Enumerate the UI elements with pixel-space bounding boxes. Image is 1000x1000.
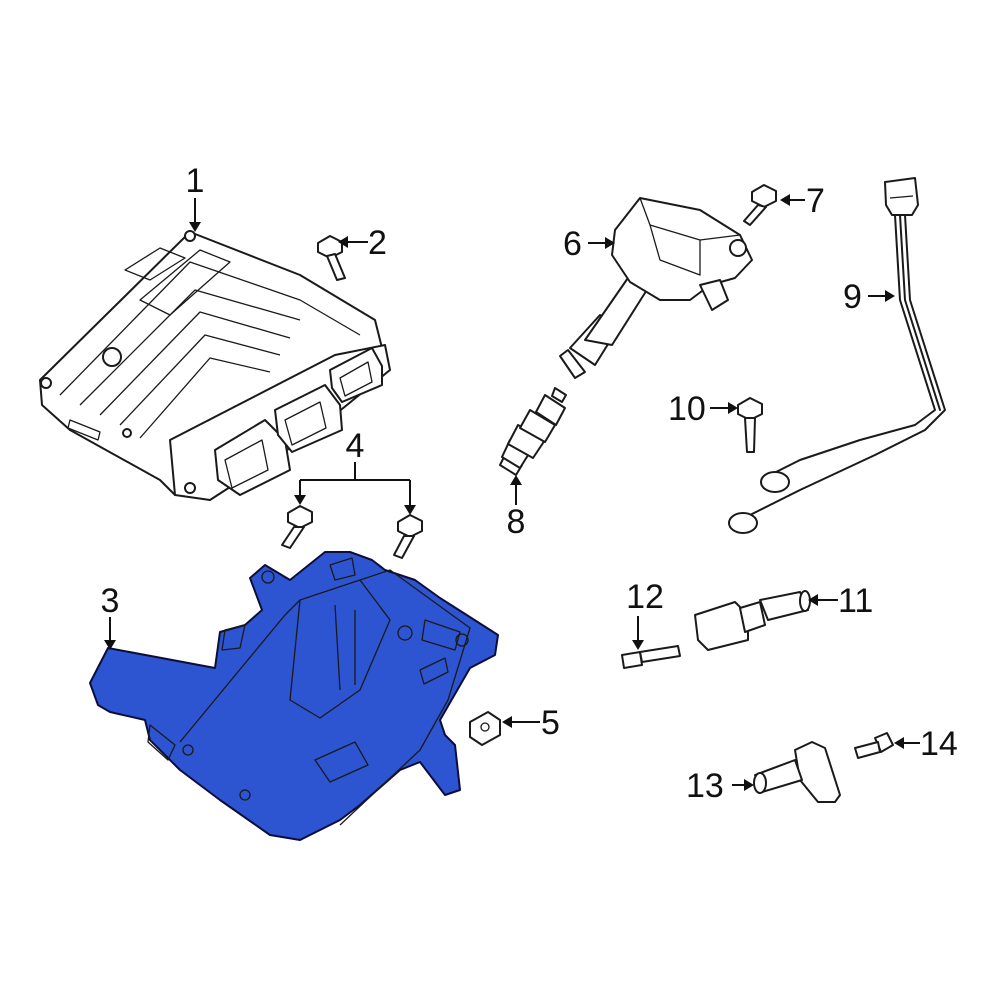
leader-lines (104, 194, 920, 791)
bolt-14[interactable] (854, 732, 894, 759)
engine-control-module[interactable] (39, 230, 391, 501)
callout-9: 9 (843, 278, 862, 316)
bolt-4a[interactable] (281, 505, 313, 549)
nut-5[interactable] (469, 711, 501, 746)
callout-7: 7 (806, 182, 825, 220)
callout-3: 3 (101, 582, 120, 620)
callout-11: 11 (838, 582, 873, 620)
bolt-4b[interactable] (393, 514, 423, 559)
bolt-2[interactable] (317, 235, 346, 281)
callout-labels: 1 2 3 4 5 6 7 8 9 10 11 12 13 14 (101, 162, 958, 805)
callout-4: 4 (346, 427, 365, 465)
sensor-13[interactable] (753, 741, 841, 803)
callout-2: 2 (368, 224, 387, 262)
callout-5: 5 (541, 704, 560, 742)
knock-sensor-harness[interactable] (728, 177, 946, 534)
sensor-11[interactable] (694, 590, 811, 651)
callout-12: 12 (626, 578, 664, 616)
callout-14: 14 (920, 725, 958, 763)
callout-10: 10 (668, 390, 706, 428)
callout-8: 8 (507, 503, 526, 541)
callout-13: 13 (686, 767, 724, 805)
sensor-12[interactable] (621, 645, 681, 669)
bolt-7[interactable] (743, 184, 777, 226)
module-bracket[interactable] (89, 551, 499, 841)
spark-plug[interactable] (499, 387, 567, 476)
callout-1: 1 (186, 162, 205, 200)
bolt-10[interactable] (737, 397, 763, 453)
callout-6: 6 (563, 225, 582, 263)
ignition-coil[interactable] (559, 197, 753, 379)
